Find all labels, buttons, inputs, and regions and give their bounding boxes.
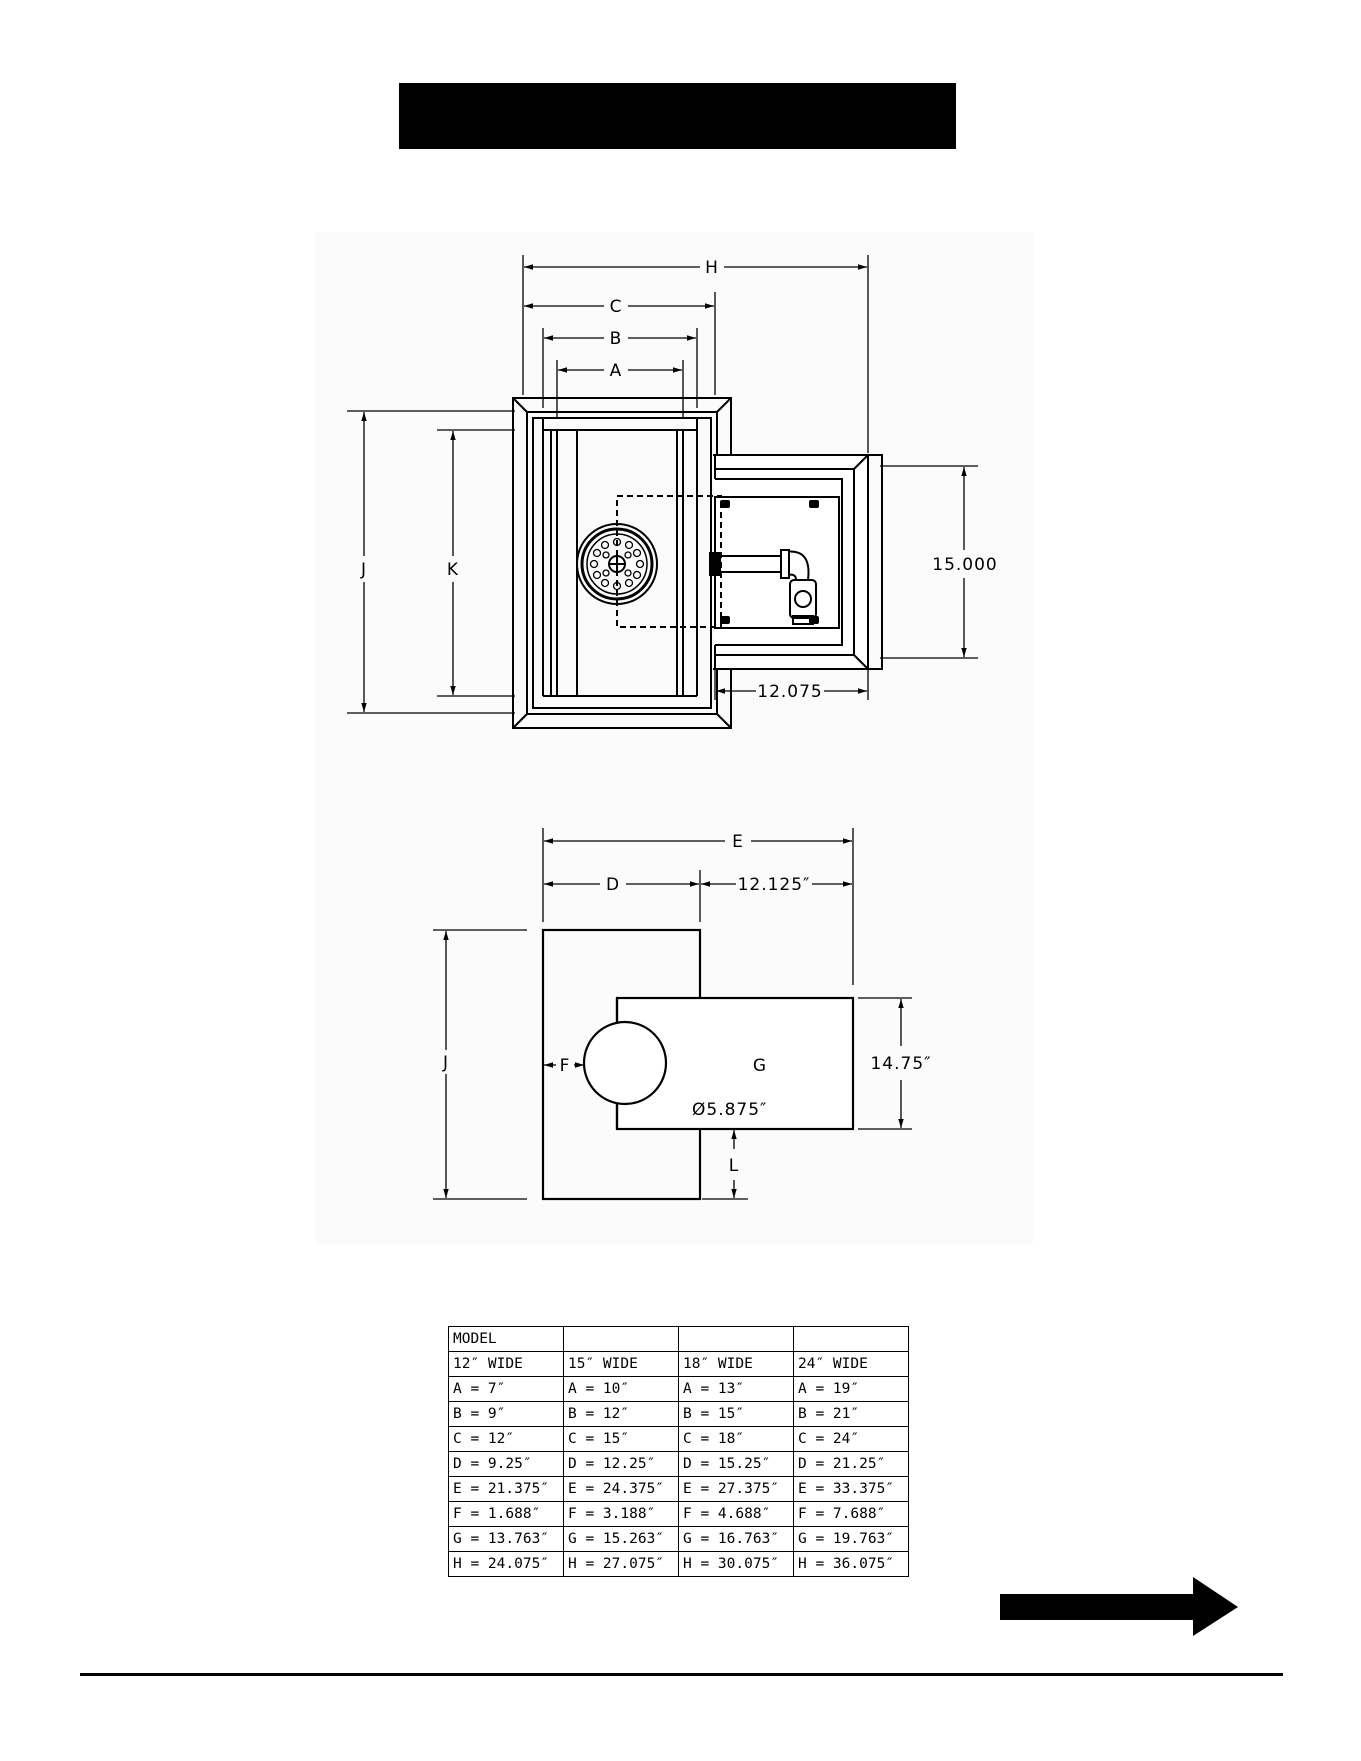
dim-label-a: A [610, 361, 623, 381]
dim-label-d: D [606, 875, 620, 895]
table-cell [793, 1326, 909, 1352]
table-cell: 18″ WIDE [678, 1351, 794, 1377]
dim-label-c: C [610, 297, 623, 317]
dim-label-g: G [753, 1056, 767, 1076]
table-cell: 15″ WIDE [563, 1351, 679, 1377]
table-row: E = 21.375″E = 24.375″E = 27.375″E = 33.… [448, 1476, 909, 1502]
title-bar [399, 83, 956, 149]
table-cell: MODEL [448, 1326, 564, 1352]
table-cell: G = 19.763″ [793, 1526, 909, 1552]
dim-label-h: H [705, 258, 719, 278]
table-cell: B = 9″ [448, 1401, 564, 1427]
dim-label-j: J [360, 560, 367, 580]
table-cell: B = 12″ [563, 1401, 679, 1427]
table-cell: H = 27.075″ [563, 1551, 679, 1577]
table-cell: B = 21″ [793, 1401, 909, 1427]
table-cell: A = 13″ [678, 1376, 794, 1402]
table-cell: F = 4.688″ [678, 1501, 794, 1527]
arrow-right-icon[interactable] [1000, 1577, 1240, 1637]
elevation-view: E D 12.125″ J F G 14.75″ Ø5.875″ L [433, 828, 931, 1201]
table-row: A = 7″A = 10″A = 13″A = 19″ [448, 1376, 909, 1402]
table-row: D = 9.25″D = 12.25″D = 15.25″D = 21.25″ [448, 1451, 909, 1477]
table-cell: E = 24.375″ [563, 1476, 679, 1502]
dim-label-f: F [560, 1056, 571, 1076]
dim-label-j-elev: J [442, 1053, 449, 1073]
table-row: C = 12″C = 15″C = 18″C = 24″ [448, 1426, 909, 1452]
dim-label-k: K [447, 560, 459, 580]
dim-label-e: E [732, 832, 744, 852]
table-row: F = 1.688″F = 3.188″F = 4.688″F = 7.688″ [448, 1501, 909, 1527]
drain-grate [576, 523, 658, 605]
plan-view: H C B A J K 15.000 12.075 [347, 255, 997, 729]
table-header-row: MODEL [448, 1326, 909, 1352]
dim-label-b: B [610, 329, 623, 349]
table-cell: D = 9.25″ [448, 1451, 564, 1477]
table-cell: B = 15″ [678, 1401, 794, 1427]
table-row: G = 13.763″G = 15.263″G = 16.763″G = 19.… [448, 1526, 909, 1552]
table-row: H = 24.075″H = 27.075″H = 30.075″H = 36.… [448, 1551, 909, 1577]
table-cell: G = 16.763″ [678, 1526, 794, 1552]
table-cell: C = 12″ [448, 1426, 564, 1452]
table-cell: G = 15.263″ [563, 1526, 679, 1552]
dim-height-value: 15.000 [932, 555, 997, 575]
table-cell: H = 30.075″ [678, 1551, 794, 1577]
pipe-assembly [709, 549, 817, 625]
table-cell: D = 21.25″ [793, 1451, 909, 1477]
footer-rule [80, 1673, 1283, 1676]
table-cell: E = 27.375″ [678, 1476, 794, 1502]
table-cell: A = 10″ [563, 1376, 679, 1402]
table-cell: E = 33.375″ [793, 1476, 909, 1502]
table-cell: H = 36.075″ [793, 1551, 909, 1577]
table-cell: C = 24″ [793, 1426, 909, 1452]
table-cell [563, 1326, 679, 1352]
table-cell: A = 19″ [793, 1376, 909, 1402]
table-cell: C = 18″ [678, 1426, 794, 1452]
table-cell: H = 24.075″ [448, 1551, 564, 1577]
table-cell: F = 7.688″ [793, 1501, 909, 1527]
table-row: B = 9″B = 12″B = 15″B = 21″ [448, 1401, 909, 1427]
dim-offset-value: 12.075 [757, 682, 822, 702]
table-cell: C = 15″ [563, 1426, 679, 1452]
table-cell: D = 12.25″ [563, 1451, 679, 1477]
table-cell: A = 7″ [448, 1376, 564, 1402]
dim-right-value: 14.75″ [870, 1054, 931, 1074]
dim-top-value: 12.125″ [738, 875, 811, 895]
table-cell: 12″ WIDE [448, 1351, 564, 1377]
hidden-box-outline [616, 495, 722, 628]
table-cell: E = 21.375″ [448, 1476, 564, 1502]
dim-label-l: L [729, 1156, 739, 1176]
table-cell [678, 1326, 794, 1352]
dim-diameter-value: Ø5.875″ [692, 1100, 767, 1120]
table-cell: G = 13.763″ [448, 1526, 564, 1552]
table-cell: F = 3.188″ [563, 1501, 679, 1527]
table-cell: F = 1.688″ [448, 1501, 564, 1527]
table-cell: D = 15.25″ [678, 1451, 794, 1477]
table-cell: 24″ WIDE [793, 1351, 909, 1377]
